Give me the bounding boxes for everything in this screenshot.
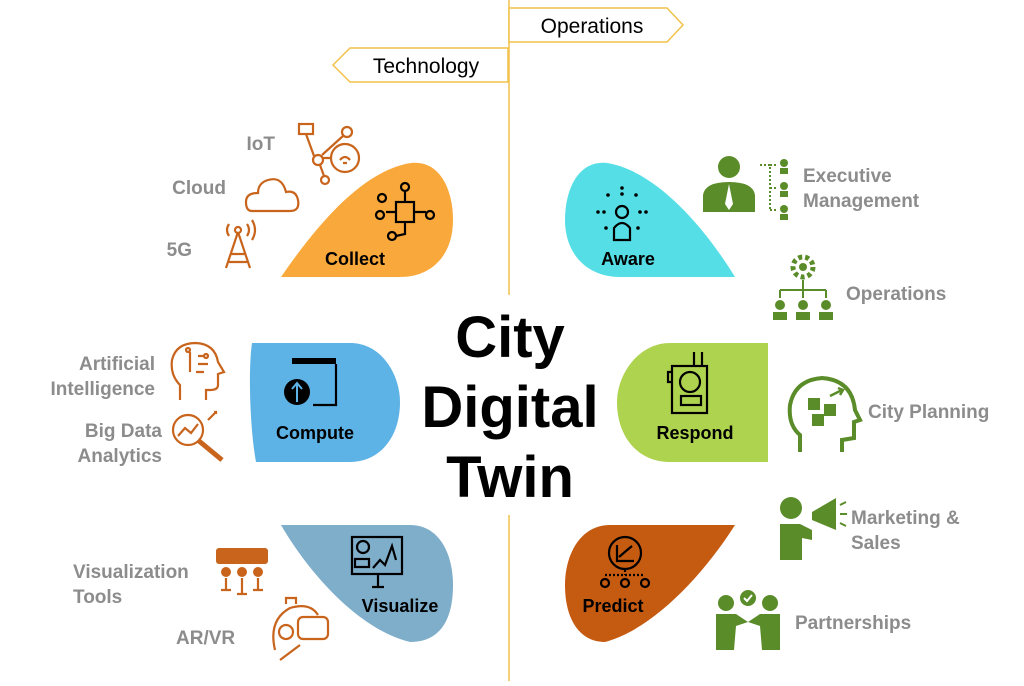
radio-device-icon xyxy=(666,352,709,415)
ops-marketing-label-2: Sales xyxy=(851,533,901,554)
prediction-chart-icon xyxy=(599,535,651,589)
monitor-dashboard-icon xyxy=(350,535,404,589)
tech-cloud-label: Cloud xyxy=(172,178,226,199)
stage-predict-label: Predict xyxy=(582,596,643,616)
executive-management-icon xyxy=(703,156,788,220)
page-title: City Digital Twin xyxy=(421,305,598,510)
tech-ai-label-2: Intelligence xyxy=(50,379,155,400)
visualization-presentation-icon xyxy=(216,548,268,596)
tech-arvr-label: AR/VR xyxy=(176,628,235,649)
operations-hierarchy-icon xyxy=(773,254,833,320)
stage-visualize: Visualize xyxy=(281,525,453,642)
vr-headset-icon xyxy=(272,596,330,661)
ops-exec-label-1: Executive xyxy=(803,166,892,187)
stage-predict: Predict xyxy=(565,525,735,642)
cloud-upload-window-icon xyxy=(284,358,338,407)
title-line-1: City xyxy=(455,305,565,370)
ops-partnerships-label: Partnerships xyxy=(795,613,911,634)
cloud-icon xyxy=(244,178,300,213)
stage-visualize-label: Visualize xyxy=(362,596,439,616)
stage-compute-label: Compute xyxy=(276,423,354,443)
operations-tag: Operations xyxy=(508,7,685,43)
ops-planning-label: City Planning xyxy=(868,402,989,423)
tech-vistools-label-1: Visualization xyxy=(73,562,189,583)
stage-compute: Compute xyxy=(249,343,400,462)
cell-tower-icon xyxy=(224,219,257,269)
ops-marketing-label-1: Marketing & xyxy=(851,508,960,529)
tech-vistools-label-2: Tools xyxy=(73,587,122,608)
iot-network-icon xyxy=(297,122,361,186)
chip-network-icon xyxy=(374,181,436,242)
tech-5g-label: 5G xyxy=(167,240,192,261)
ops-exec-label-2: Management xyxy=(803,191,920,212)
analytics-magnifier-icon xyxy=(171,410,224,462)
stage-respond-label: Respond xyxy=(656,423,733,443)
technology-tag-label: Technology xyxy=(373,55,480,78)
ai-brain-head-icon xyxy=(170,341,226,400)
stage-aware-label: Aware xyxy=(601,249,655,269)
tech-iot-label: IoT xyxy=(247,134,276,155)
operations-tag-label: Operations xyxy=(541,15,644,38)
title-line-3: Twin xyxy=(446,445,574,510)
technology-tag: Technology xyxy=(331,47,509,83)
marketing-megaphone-icon xyxy=(780,497,847,560)
title-line-2: Digital xyxy=(421,375,598,440)
city-planning-head-icon xyxy=(787,375,863,452)
stage-respond: Respond xyxy=(617,343,768,462)
tech-bigdata-label-1: Big Data xyxy=(85,421,163,442)
stage-collect-label: Collect xyxy=(325,249,385,269)
stage-collect: Collect xyxy=(281,162,453,277)
ops-operations-label: Operations xyxy=(846,284,946,305)
tech-bigdata-label-2: Analytics xyxy=(78,446,162,467)
person-awareness-icon xyxy=(596,186,648,242)
tech-ai-label-1: Artificial xyxy=(79,354,155,375)
stage-aware: Aware xyxy=(565,162,735,277)
partnership-handshake-icon xyxy=(716,590,780,650)
